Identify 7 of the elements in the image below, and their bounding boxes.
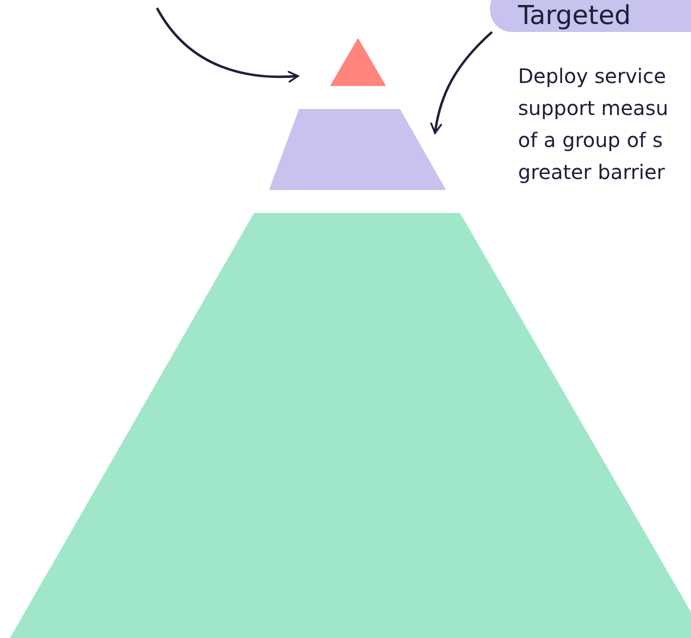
curved-arrow	[430, 31, 493, 134]
trapezoid-shape	[269, 109, 446, 190]
curved-arrow	[156, 7, 299, 82]
description-text: Deploy service support measu of a group of s greater barrier	[518, 63, 670, 186]
triangle-shape	[330, 38, 386, 86]
pill-heading: Targeted	[518, 1, 631, 31]
trapezoid-shape	[10, 213, 691, 638]
